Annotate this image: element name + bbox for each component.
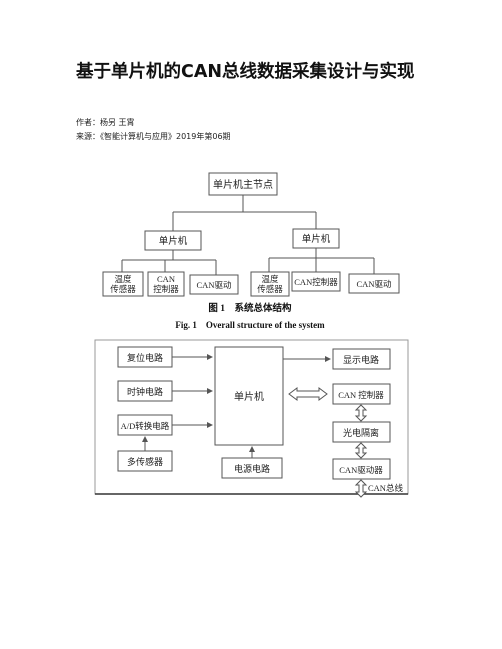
can-controller-box [332, 383, 391, 405]
left-mcu-label: 单片机 [159, 235, 188, 247]
right-can-driver-label: CAN驱动 [357, 279, 392, 289]
mcu-label: 单片机 [234, 390, 264, 403]
can-driver-label: CAN驱动器 [339, 465, 383, 475]
right-temp-sensor-label-2: 传感器 [257, 284, 283, 294]
article-source: 来源：《智能计算机与应用》2019年第06期 [76, 132, 231, 141]
power-circuit-label: 电源电路 [234, 463, 270, 474]
reset-circuit-label: 复位电路 [127, 352, 163, 363]
left-can-controller-label-1: CAN [157, 274, 175, 284]
root-node-label: 单片机主节点 [213, 178, 273, 191]
left-can-controller-label-2: 控制器 [153, 284, 179, 294]
figure-1-caption-cn: 图 1 系统总体结构 [208, 302, 292, 314]
figure-2-block-diagram: 复位电路 时钟电路 A/D转换电路 多传感器 单片机 电源电路 显示电路 CAN… [94, 339, 409, 498]
figure-1-caption-en: Fig. 1 Overall structure of the system [175, 320, 325, 330]
optocoupler-label: 光电隔离 [343, 427, 379, 438]
mcu-can-link-arrow [288, 387, 328, 401]
right-mcu-label: 单片机 [302, 233, 331, 245]
display-circuit-label: 显示电路 [343, 354, 379, 365]
article-title: 基于单片机的CAN总线数据采集设计与实现 [76, 62, 415, 82]
adc-circuit-label: A/D转换电路 [121, 421, 170, 431]
left-temp-sensor-box [102, 271, 144, 297]
can-bus-label: CAN总线 [368, 483, 403, 493]
can-bus-arrow [354, 479, 368, 498]
right-temp-sensor-box [250, 271, 290, 297]
figure-1-tree: 单片机主节点 单片机 单片机 温度 传感器 CAN 控制器 CAN驱动 温度 传… [102, 172, 400, 330]
right-can-controller-box [291, 271, 341, 292]
right-temp-sensor-label-1: 温度 [261, 274, 279, 284]
can-driver-box [332, 458, 391, 480]
clock-circuit-label: 时钟电路 [127, 386, 163, 397]
display-circuit-box [332, 348, 391, 370]
optocoupler-box [332, 421, 391, 443]
left-temp-sensor-label-2: 传感器 [110, 284, 136, 294]
right-can-controller-label: CAN控制器 [294, 277, 338, 287]
left-can-controller-box [147, 271, 185, 297]
left-temp-sensor-label-1: 温度 [114, 274, 132, 284]
sensors-label: 多传感器 [127, 456, 163, 467]
can-controller-label: CAN 控制器 [338, 390, 384, 400]
left-can-driver-label: CAN驱动 [197, 280, 232, 290]
left-can-driver-box [189, 274, 239, 295]
mcu-box [214, 346, 284, 446]
article-author: 作者：杨另 王霄 [76, 118, 135, 127]
right-can-driver-box [348, 273, 400, 294]
